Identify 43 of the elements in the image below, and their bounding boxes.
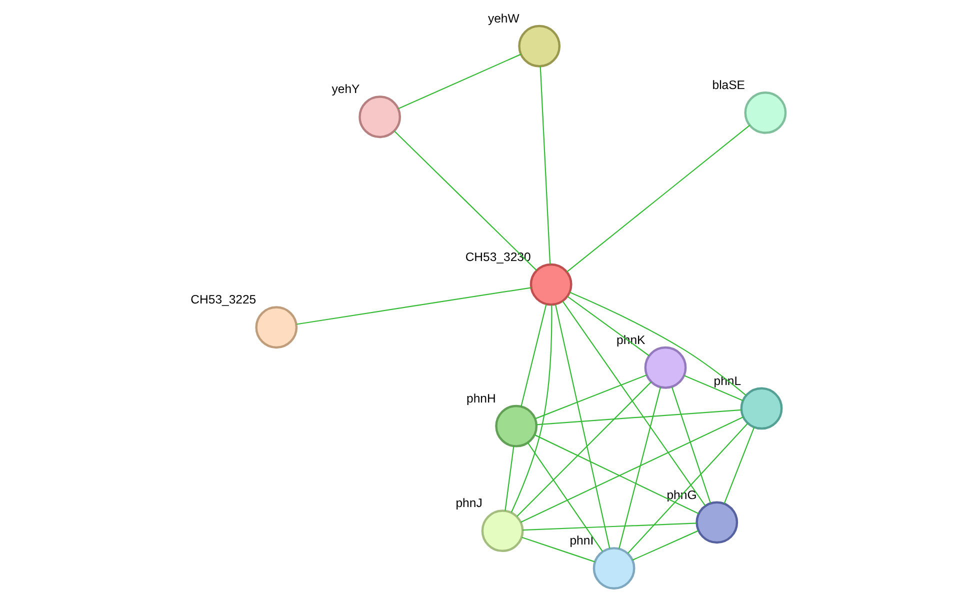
connector (632, 530, 698, 561)
connector (723, 427, 754, 504)
connector (516, 381, 652, 517)
connector (534, 374, 646, 420)
node-label: phnI (569, 534, 594, 548)
node-label: yehW (487, 11, 519, 26)
connector (566, 296, 649, 356)
node-circle (740, 387, 782, 430)
connector (526, 442, 602, 552)
node-label: phnJ (455, 496, 482, 510)
connector (618, 387, 660, 549)
connector (562, 300, 706, 506)
node-circle (529, 263, 572, 306)
connector (554, 304, 610, 548)
connector (568, 292, 746, 396)
node-circle (254, 306, 298, 349)
node-circle (358, 96, 401, 138)
node-label: phnH (466, 391, 496, 406)
connector (521, 536, 595, 562)
node-circle (744, 92, 786, 134)
node-label: blaSE (712, 78, 744, 92)
node-circle (695, 501, 738, 544)
connector (510, 304, 552, 513)
connector (670, 386, 711, 504)
connector (539, 66, 550, 264)
node-circle (494, 404, 538, 448)
connector (520, 304, 546, 407)
connector (536, 409, 741, 426)
connector (504, 446, 514, 511)
node-circle (644, 346, 686, 389)
node-circle (518, 24, 560, 68)
connector (627, 423, 748, 554)
connector (398, 54, 521, 110)
connector (296, 287, 531, 325)
node-label: yehY (331, 82, 360, 96)
node-circle (480, 510, 524, 552)
connector (522, 522, 696, 531)
connector (566, 124, 750, 272)
connector (520, 416, 744, 523)
connector (534, 434, 698, 514)
connector (394, 130, 536, 271)
node-circle (592, 547, 635, 590)
node-label: CH53_3225 (190, 292, 256, 307)
